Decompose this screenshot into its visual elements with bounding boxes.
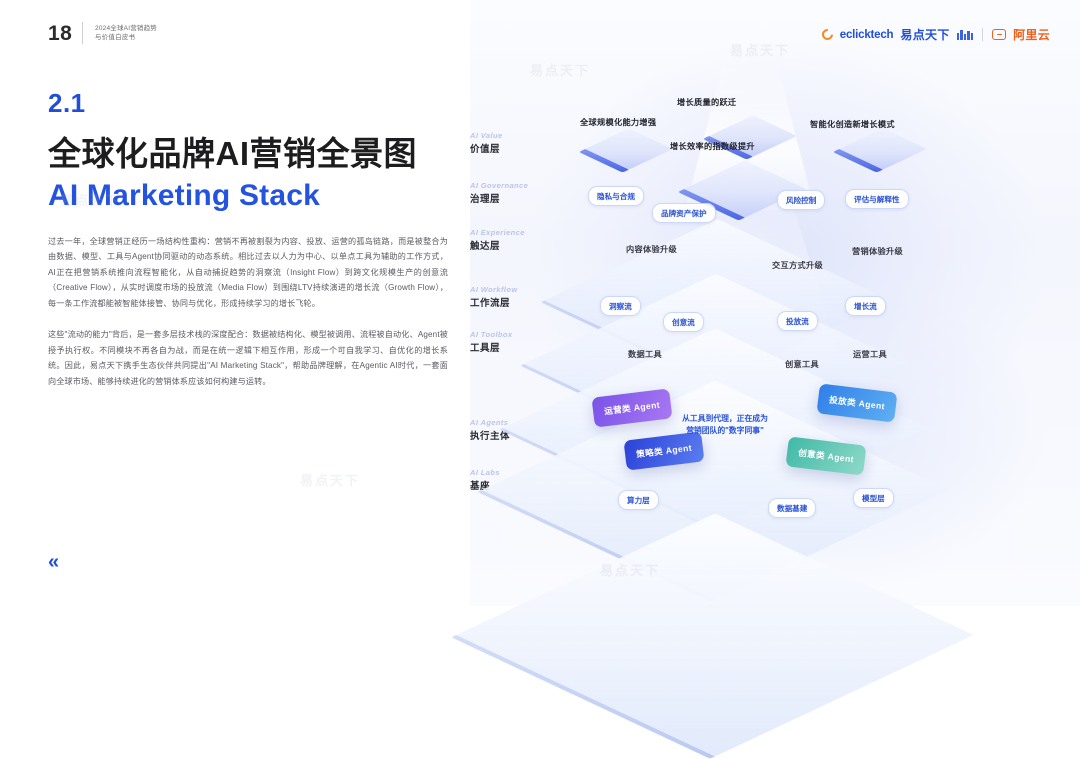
labs-chip-data-infra[interactable]: 数据基建: [768, 498, 817, 518]
layer-caption-toolbox: AI Toolbox 工具层: [470, 330, 590, 354]
watermark-5: 易点天下: [300, 473, 361, 488]
page-title-en: AI Marketing Stack: [48, 178, 321, 212]
page-title-cn: 全球化品牌AI营销全景图: [48, 135, 417, 172]
value-item-growth-quality: 增长质量的跃迁: [677, 98, 737, 107]
layer-caption-experience-en: AI Experience: [470, 228, 525, 237]
body-paragraph-2: 这些"流动的能力"背后，是一套多层技术栈的深度配合：数据被结构化、模型被调用、流…: [48, 330, 448, 386]
body-paragraph-1: 过去一年，全球营销正经历一场结构性重构：营销不再被割裂为内容、投放、运营的孤岛链…: [48, 236, 448, 308]
layer-caption-experience-cn: 触达层: [470, 241, 501, 252]
brand-mini-glyph-icon: [956, 29, 974, 40]
governance-chip-privacy[interactable]: 隐私与合规: [588, 186, 644, 206]
layer-caption-value-cn: 价值层: [470, 144, 501, 155]
toolbox-item-creative: 创意工具: [785, 360, 819, 369]
workflow-chip-media[interactable]: 投放流: [777, 311, 818, 331]
agent-note: 从工具到代理，正在成为 营销团队的"数字同事": [660, 413, 790, 437]
layer-caption-agents: AI Agents 执行主体: [470, 418, 590, 442]
experience-item-interaction: 交互方式升级: [772, 261, 823, 270]
governance-chip-risk-control[interactable]: 风险控制: [777, 190, 826, 210]
layer-caption-labs: AI Labs 基座: [470, 468, 590, 492]
section-number: 2.1: [48, 88, 86, 118]
layer-caption-toolbox-en: AI Toolbox: [470, 330, 513, 339]
agent-note-line1: 从工具到代理，正在成为: [682, 414, 768, 423]
page-header: 18 2024全球AI营销趋势 与价值白皮书 eclicktech 易点天下 阿…: [0, 0, 1080, 62]
aliyun-mark-icon: [992, 29, 1007, 40]
header-divider: [82, 22, 83, 44]
value-slab-left: [578, 128, 673, 173]
brand-lockup: eclicktech 易点天下 阿里云: [819, 26, 1050, 43]
workflow-chip-insight[interactable]: 洞察流: [600, 296, 641, 316]
layer-caption-governance-cn: 治理层: [470, 194, 501, 205]
labs-base-plate: [451, 513, 974, 759]
value-item-efficiency: 增长效率的指数级提升: [670, 142, 755, 151]
layer-caption-experience: AI Experience 触达层: [470, 228, 590, 252]
toolbox-item-data: 数据工具: [628, 350, 662, 359]
header-subtitle: 2024全球AI营销趋势 与价值白皮书: [95, 24, 157, 42]
layer-caption-governance-en: AI Governance: [470, 181, 529, 190]
double-chevron-icon: «: [48, 551, 59, 573]
page-number: 18: [48, 22, 73, 45]
labs-chip-compute[interactable]: 算力层: [618, 490, 659, 510]
layer-caption-governance: AI Governance 治理层: [470, 181, 590, 205]
brand-separator: [982, 28, 984, 41]
toolbox-item-operations: 运营工具: [853, 350, 887, 359]
value-slab-right: [832, 128, 927, 173]
value-item-global-scale: 全球规模化能力增强: [580, 118, 657, 127]
brand-eclicktech-label: eclicktech: [839, 28, 894, 41]
layer-caption-labs-en: AI Labs: [470, 468, 500, 477]
left-content-column: 2.1 全球化品牌AI营销全景图 AI Marketing Stack 过去一年…: [48, 88, 448, 389]
header-subtitle-line2: 与价值白皮书: [95, 34, 136, 41]
value-item-new-growth-mode: 智能化创造新增长模式: [810, 120, 895, 129]
layer-caption-labs-cn: 基座: [470, 481, 491, 492]
governance-chip-evaluation[interactable]: 评估与解释性: [845, 189, 909, 209]
brand-yidian-label: 易点天下: [900, 28, 950, 42]
layer-caption-value: AI Value 价值层: [470, 131, 590, 155]
governance-chip-brand-assets[interactable]: 品牌资产保护: [652, 203, 716, 223]
layer-caption-workflow-en: AI Workflow: [470, 285, 518, 294]
labs-chip-model[interactable]: 模型层: [853, 488, 894, 508]
layer-caption-agents-en: AI Agents: [470, 418, 509, 427]
layer-caption-workflow: AI Workflow 工作流层: [470, 285, 590, 309]
layer-caption-agents-cn: 执行主体: [470, 431, 511, 442]
layer-caption-value-en: AI Value: [470, 131, 503, 140]
ai-marketing-stack-diagram: AI Value 价值层 AI Governance 治理层 AI Experi…: [451, 0, 1080, 759]
brand-aliyun-label: 阿里云: [1013, 28, 1050, 42]
agent-note-line2: 营销团队的"数字同事": [686, 426, 764, 435]
layer-caption-toolbox-cn: 工具层: [470, 343, 501, 354]
workflow-chip-creative[interactable]: 创意流: [663, 312, 704, 332]
experience-item-marketing: 营销体验升级: [852, 247, 903, 256]
header-subtitle-line1: 2024全球AI营销趋势: [95, 25, 158, 32]
layer-caption-workflow-cn: 工作流层: [470, 298, 511, 309]
workflow-chip-growth[interactable]: 增长流: [845, 296, 886, 316]
experience-item-content: 内容体验升级: [626, 245, 677, 254]
